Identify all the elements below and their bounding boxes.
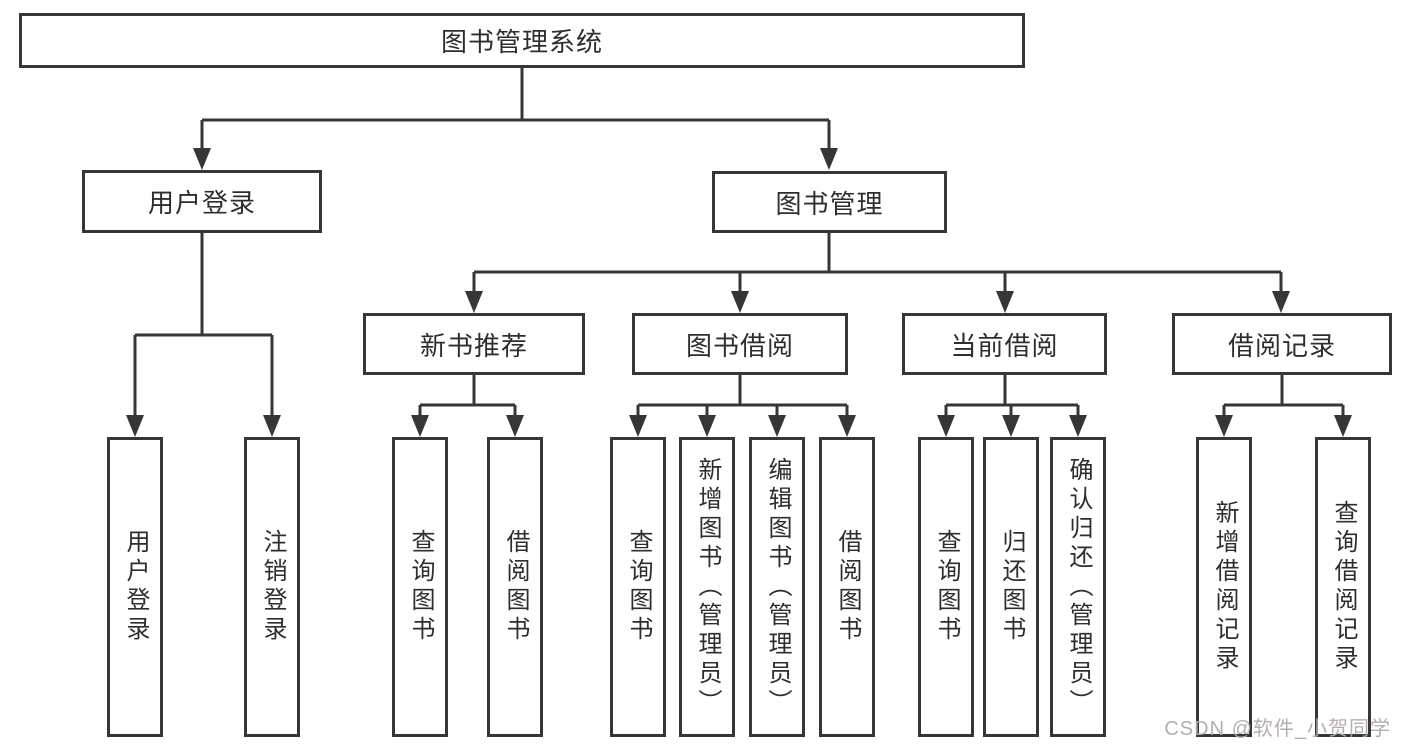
csdn-watermark: CSDN @软件_小贺同学 bbox=[1164, 718, 1391, 740]
node-new-book-recommend: 新书推荐 bbox=[363, 313, 585, 375]
node-user-login-label: 用户登录 bbox=[147, 188, 256, 218]
node-book-management-label: 图书管理 bbox=[775, 188, 884, 219]
connector-current-borrow-tee bbox=[946, 375, 1078, 407]
node-book-borrow: 图书借阅 bbox=[632, 313, 848, 375]
leaf-current-return-book: 归还图书 bbox=[983, 437, 1039, 737]
connector-book-borrow-tee bbox=[638, 375, 847, 407]
leaf-recommend-borrow-book: 借阅图书 bbox=[487, 437, 543, 737]
leaf-current-confirm-return-admin: 确认归还（管理员） bbox=[1050, 437, 1106, 737]
connector-borrow-record-tee bbox=[1224, 375, 1343, 407]
leaf-recommend-query-book: 查询图书 bbox=[392, 437, 448, 737]
leaf-user-login: 用户登录 bbox=[107, 437, 163, 737]
leaf-recommend-borrow-book-label: 借阅图书 bbox=[502, 529, 529, 645]
leaf-borrow-add-book-admin-label: 新增图书（管理员） bbox=[694, 456, 721, 718]
connector-root-tee bbox=[202, 68, 829, 122]
leaf-current-query-book: 查询图书 bbox=[918, 437, 974, 737]
node-borrow-record: 借阅记录 bbox=[1172, 313, 1392, 375]
leaf-borrow-query-book-label: 查询图书 bbox=[625, 529, 652, 645]
node-new-book-recommend-label: 新书推荐 bbox=[419, 330, 528, 361]
leaf-borrow-edit-book-admin-label: 编辑图书（管理员） bbox=[764, 456, 791, 718]
leaf-borrow-edit-book-admin: 编辑图书（管理员） bbox=[749, 437, 805, 737]
leaf-record-query: 查询借阅记录 bbox=[1315, 437, 1371, 737]
leaf-borrow-borrow-book: 借阅图书 bbox=[819, 437, 875, 737]
leaf-recommend-query-book-label: 查询图书 bbox=[407, 529, 434, 645]
node-book-management: 图书管理 bbox=[712, 171, 947, 233]
node-root: 图书管理系统 bbox=[19, 13, 1025, 68]
leaf-current-confirm-return-admin-label: 确认归还（管理员） bbox=[1065, 456, 1092, 718]
leaf-borrow-borrow-book-label: 借阅图书 bbox=[834, 529, 861, 645]
node-book-borrow-label: 图书借阅 bbox=[685, 330, 794, 361]
connector-user-login-tee bbox=[135, 233, 272, 337]
leaf-record-add-label: 新增借阅记录 bbox=[1211, 500, 1238, 674]
node-root-label: 图书管理系统 bbox=[440, 27, 603, 57]
leaf-user-login-label: 用户登录 bbox=[122, 529, 149, 645]
leaf-logout: 注销登录 bbox=[244, 437, 300, 737]
connector-new-book-tee bbox=[420, 375, 515, 407]
connector-book-mgmt-tee bbox=[474, 233, 1281, 274]
node-user-login: 用户登录 bbox=[82, 170, 322, 233]
leaf-borrow-add-book-admin: 新增图书（管理员） bbox=[679, 437, 735, 737]
leaf-borrow-query-book: 查询图书 bbox=[610, 437, 666, 737]
node-current-borrow: 当前借阅 bbox=[902, 313, 1107, 375]
leaf-record-query-label: 查询借阅记录 bbox=[1330, 500, 1357, 674]
node-current-borrow-label: 当前借阅 bbox=[950, 330, 1059, 361]
leaf-current-return-book-label: 归还图书 bbox=[998, 529, 1025, 645]
node-borrow-record-label: 借阅记录 bbox=[1227, 330, 1336, 361]
leaf-record-add: 新增借阅记录 bbox=[1196, 437, 1252, 737]
leaf-current-query-book-label: 查询图书 bbox=[933, 529, 960, 645]
leaf-logout-label: 注销登录 bbox=[259, 529, 286, 645]
